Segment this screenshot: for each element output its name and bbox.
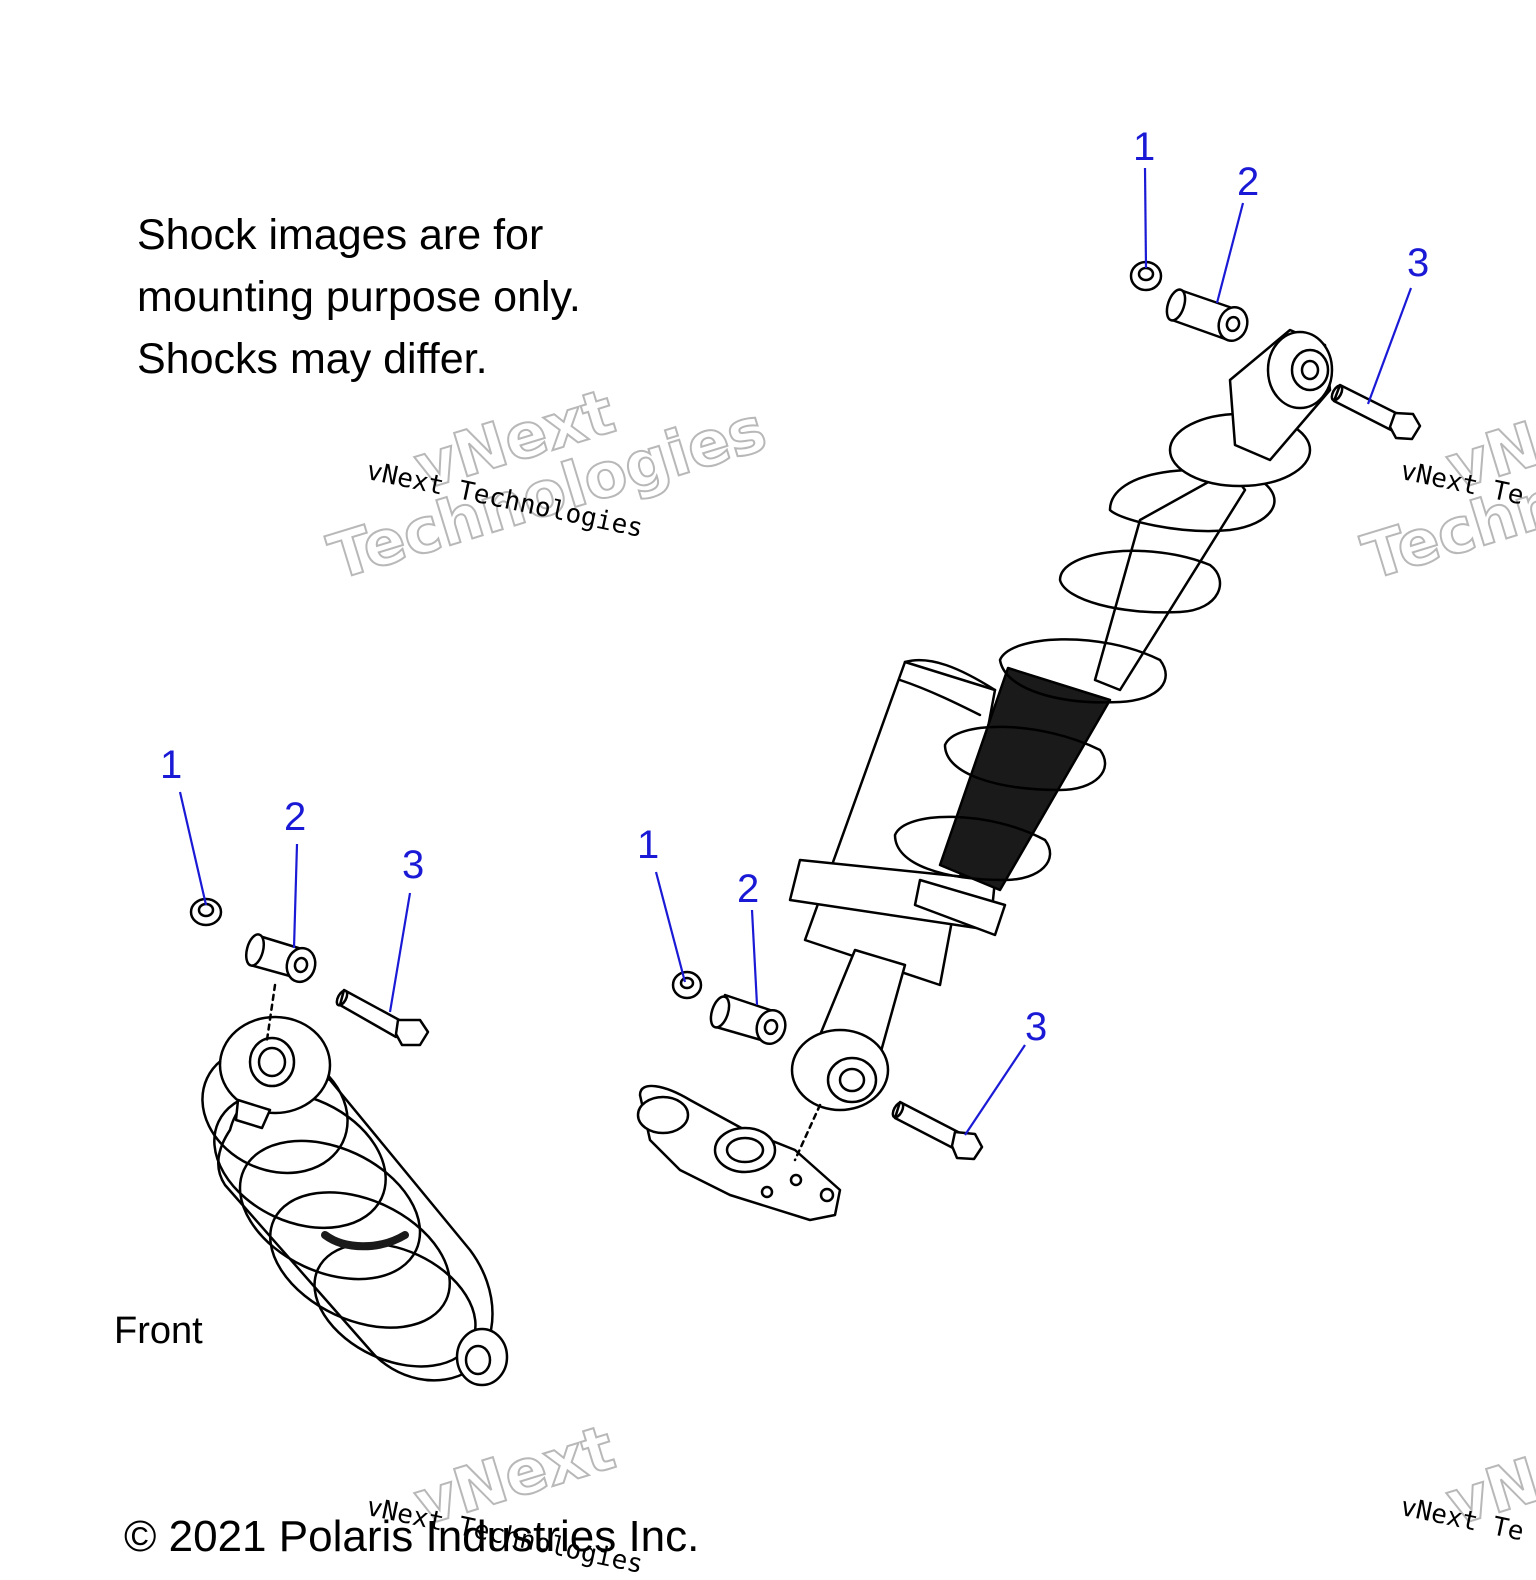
callout-top-1: 1 (1133, 125, 1155, 169)
front-guide-line (265, 983, 277, 1042)
front-shock (201, 1015, 509, 1387)
parts-diagram: 1 2 3 1 2 3 1 2 3 (160, 125, 1429, 1387)
callouts-middle: 1 2 3 (637, 823, 1047, 1049)
rear-shock (788, 328, 1334, 1112)
front-label: Front (114, 1310, 203, 1352)
rear-lower-spacer (709, 993, 787, 1045)
front-spacer (244, 933, 317, 984)
callout-top-2: 2 (1237, 160, 1259, 204)
callout-left-1: 1 (160, 743, 182, 787)
callout-left-3: 3 (402, 843, 424, 887)
copyright-notice: © 2021 Polaris Industries Inc. (124, 1512, 700, 1561)
mounting-note-line-3: Shocks may differ. (137, 335, 488, 383)
callout-left-2: 2 (284, 795, 306, 839)
callout-middle-2: 2 (737, 867, 759, 911)
front-bolt (335, 988, 430, 1047)
callouts-left: 1 2 3 (160, 743, 424, 887)
mounting-note-line-1: Shock images are for (137, 211, 544, 259)
frame-bracket (636, 1084, 842, 1222)
rear-upper-bolt (1330, 383, 1422, 441)
rear-lower-nut (671, 970, 703, 1000)
callout-middle-3: 3 (1025, 1005, 1047, 1049)
mounting-note-line-2: mounting purpose only. (137, 273, 581, 321)
mounting-note: Shock images are for mounting purpose on… (137, 204, 581, 390)
rear-guide-line (793, 1103, 822, 1162)
rear-lower-bolt (891, 1100, 984, 1161)
callouts-top: 1 2 3 (1133, 125, 1429, 285)
front-nut (189, 897, 223, 927)
callout-middle-1: 1 (637, 823, 659, 867)
rear-upper-spacer (1165, 288, 1249, 342)
callout-top-3: 3 (1407, 241, 1429, 285)
callout-leaders (178, 167, 1413, 1136)
